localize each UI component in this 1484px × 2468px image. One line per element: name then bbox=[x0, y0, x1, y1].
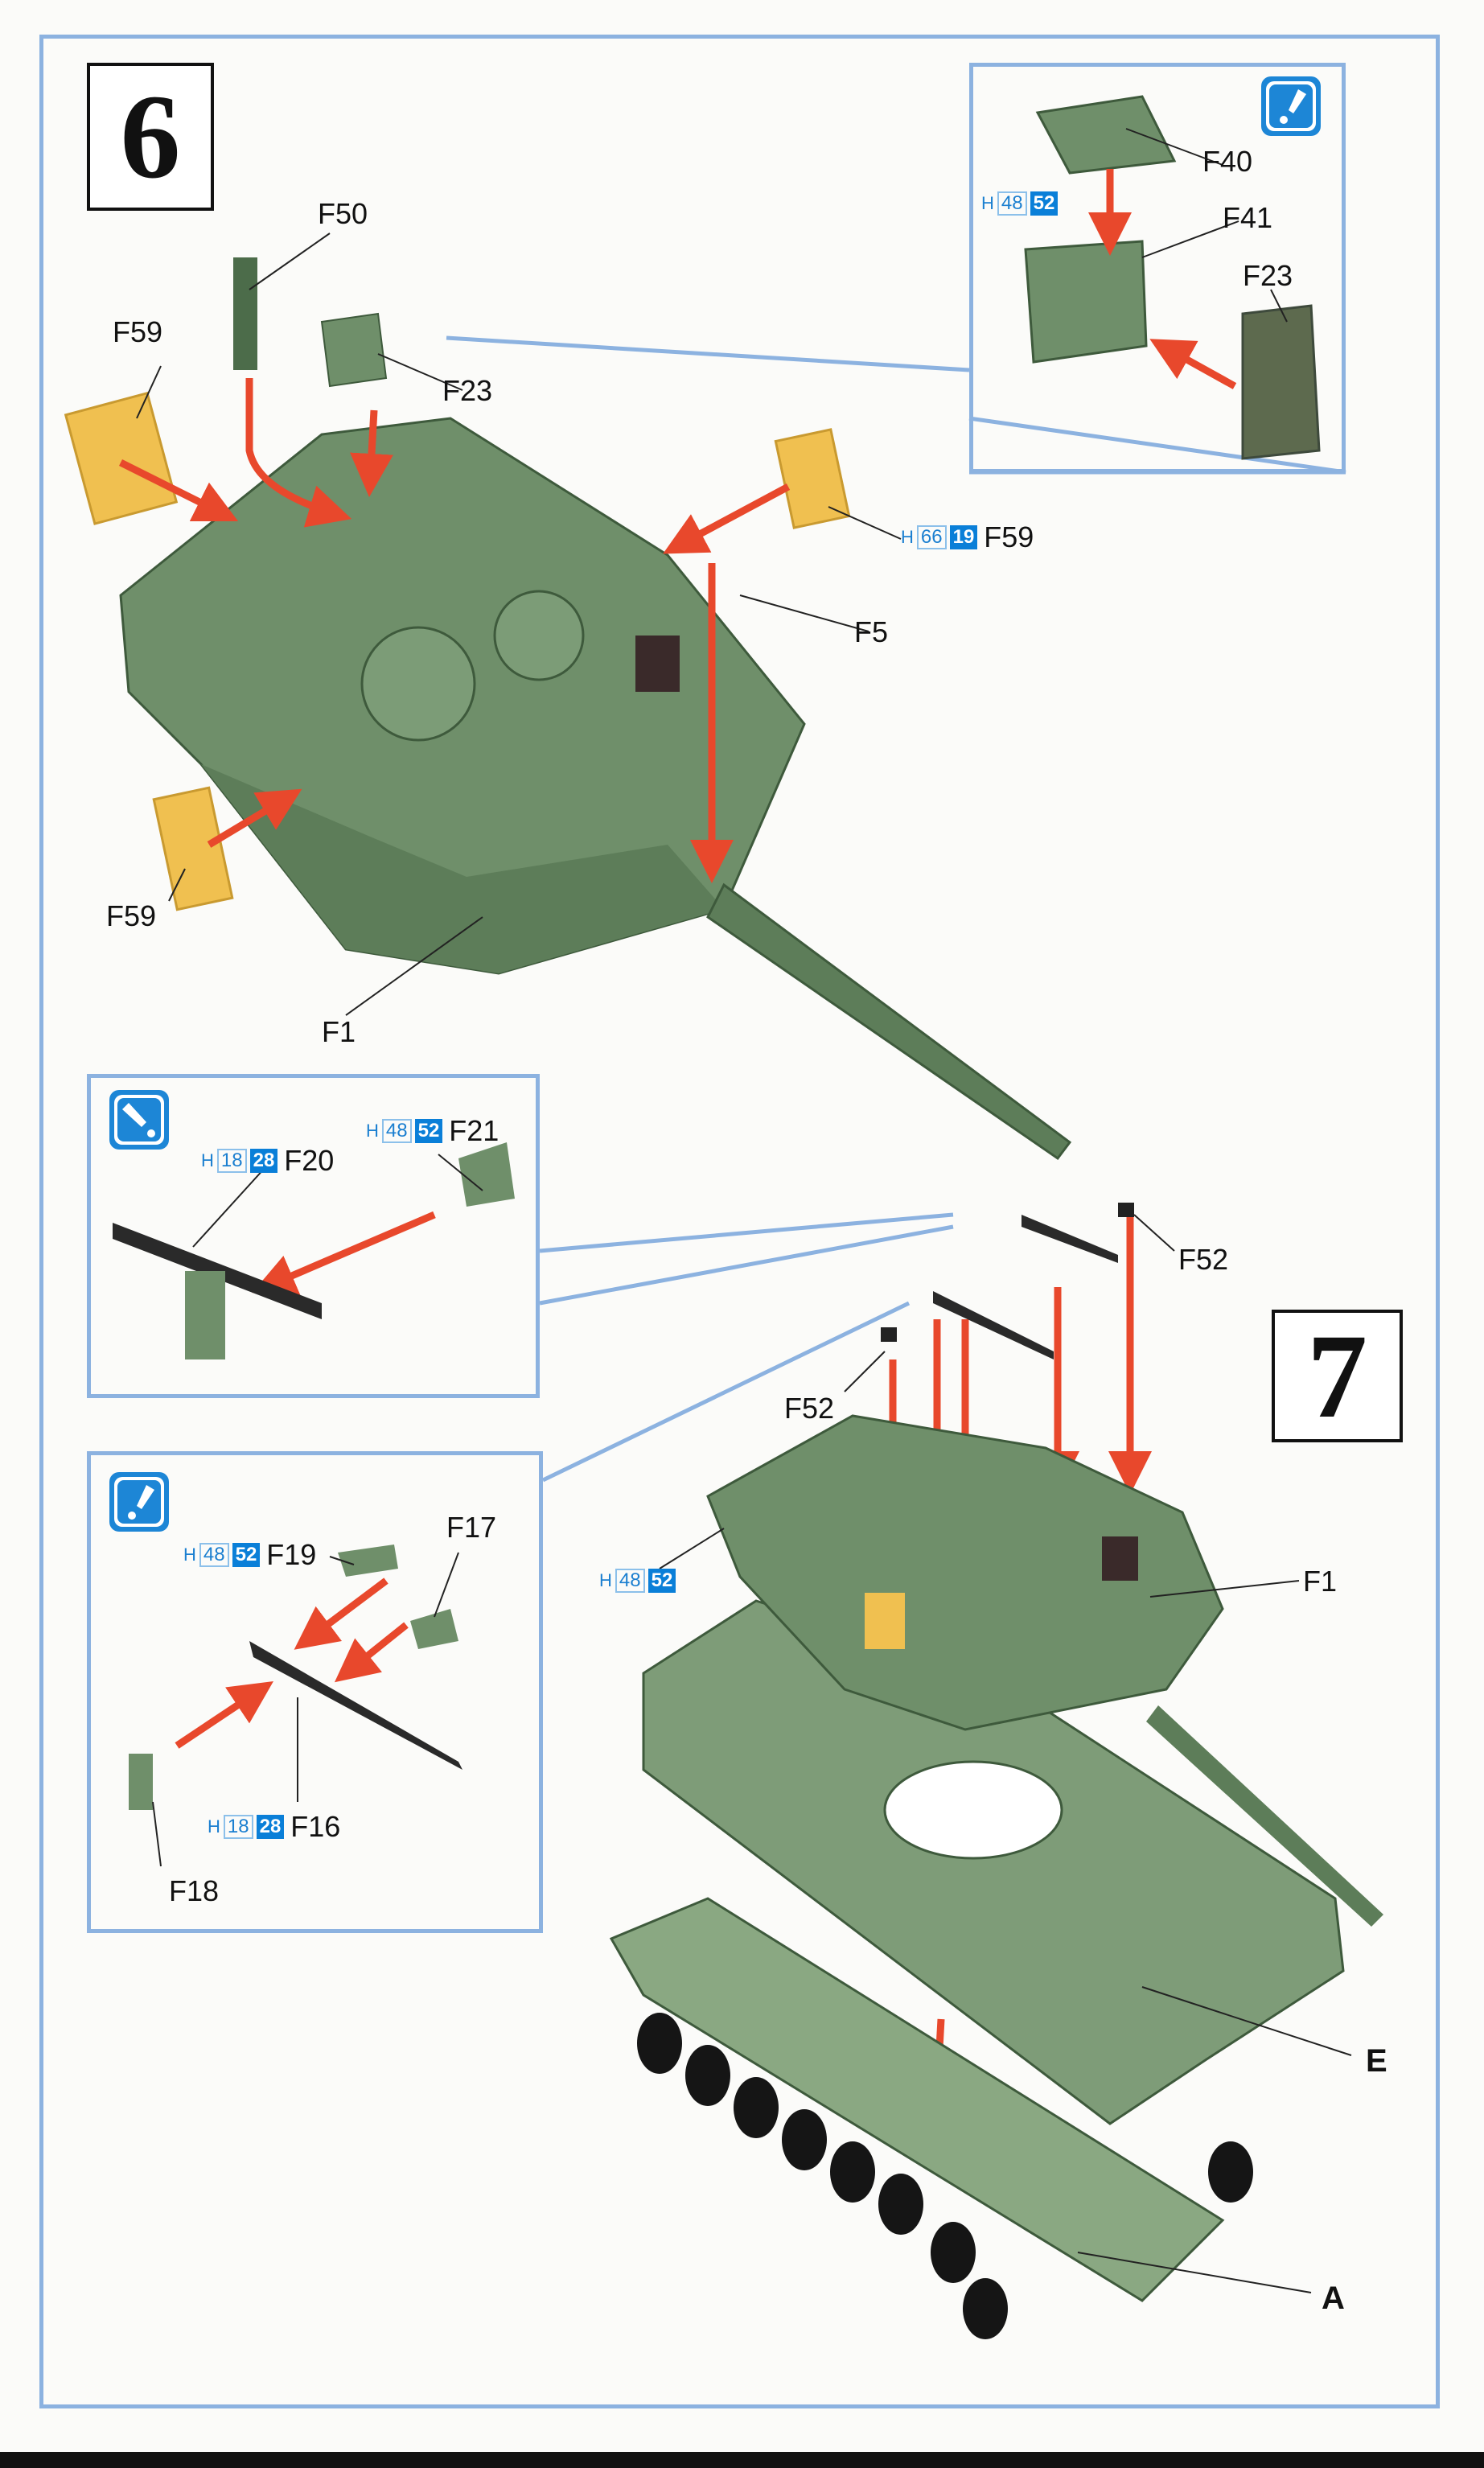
step-number-7: 7 bbox=[1272, 1310, 1403, 1442]
attention-icon bbox=[1261, 76, 1321, 136]
paint-code-a: 48 bbox=[615, 1569, 645, 1593]
turret-f1-step7 bbox=[706, 1414, 1383, 1927]
part-label-f59: F59 bbox=[106, 899, 157, 932]
step-number-6: 6 bbox=[87, 63, 214, 211]
part-label-f59: F59 bbox=[113, 315, 163, 348]
scan-edge bbox=[0, 2452, 1484, 2468]
hull-e bbox=[642, 1599, 1345, 2125]
paint-prefix: H bbox=[183, 1545, 196, 1565]
part-label-f5: F5 bbox=[854, 615, 889, 648]
paint-prefix: H bbox=[599, 1570, 612, 1590]
part-label: F20 bbox=[284, 1144, 335, 1177]
paint-prefix: H bbox=[901, 527, 914, 547]
part-label-f41: F41 bbox=[1223, 201, 1273, 234]
paint-code-b: 28 bbox=[249, 1149, 278, 1173]
part-label: F59 bbox=[984, 520, 1034, 553]
paint-code-a: 48 bbox=[381, 1119, 412, 1143]
parts-f59 bbox=[64, 391, 851, 911]
machine-guns bbox=[113, 1142, 1134, 1810]
inset-f41-panel bbox=[969, 63, 1346, 473]
assembly-arrows bbox=[118, 169, 1237, 2106]
chassis-a bbox=[609, 1897, 1253, 2339]
part-label-f1: F1 bbox=[1303, 1565, 1338, 1598]
parts-small bbox=[233, 95, 1321, 460]
part-label-f1: F1 bbox=[322, 1015, 356, 1048]
paint-code-b: 52 bbox=[414, 1119, 443, 1143]
part-label-e: E bbox=[1366, 2043, 1387, 2079]
paint-code-a: 18 bbox=[216, 1149, 247, 1173]
paint-code-a: 48 bbox=[997, 191, 1027, 216]
paint-code-a: 48 bbox=[199, 1543, 229, 1567]
callout-lines bbox=[446, 335, 1346, 1483]
part-label-a: A bbox=[1322, 2281, 1345, 2316]
paint-code-b: 52 bbox=[647, 1569, 676, 1593]
paint-code-b: 19 bbox=[949, 525, 978, 549]
paint-code-a: 18 bbox=[223, 1815, 253, 1839]
part-label-f17: F17 bbox=[446, 1511, 497, 1544]
paint-prefix: H bbox=[201, 1150, 214, 1170]
part-label: F19 bbox=[266, 1538, 317, 1571]
inset-f16-panel bbox=[87, 1451, 543, 1933]
part-label-f40: F40 bbox=[1202, 145, 1253, 178]
part-label-f52: F52 bbox=[784, 1392, 835, 1425]
paint-prefix: H bbox=[981, 193, 994, 213]
part-label-f18: F18 bbox=[169, 1874, 220, 1907]
part-label: F16 bbox=[290, 1810, 341, 1843]
part-label-f50: F50 bbox=[318, 197, 368, 230]
part-label-f23: F23 bbox=[442, 374, 493, 407]
inset-f20-panel bbox=[87, 1074, 540, 1398]
part-label-f23: F23 bbox=[1243, 259, 1293, 292]
paint-code-b: 28 bbox=[256, 1815, 285, 1839]
paint-prefix: H bbox=[208, 1816, 220, 1837]
paint-code-a: 66 bbox=[916, 525, 947, 549]
turret-f1-step6 bbox=[119, 417, 1072, 1161]
paint-code-b: 52 bbox=[232, 1543, 261, 1567]
leader-lines bbox=[136, 128, 1352, 2293]
attention-icon bbox=[109, 1090, 169, 1150]
paint-code-b: 52 bbox=[1030, 191, 1059, 216]
paint-prefix: H bbox=[366, 1121, 379, 1141]
page-frame bbox=[39, 35, 1440, 2408]
attention-icon bbox=[109, 1472, 169, 1532]
part-label: F21 bbox=[449, 1114, 499, 1147]
part-label-f52: F52 bbox=[1178, 1243, 1229, 1276]
